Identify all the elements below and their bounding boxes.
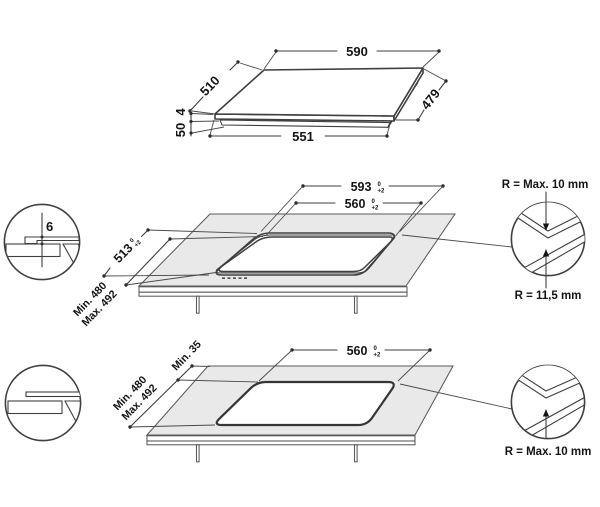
cutout-hole-area-std (511, 365, 585, 398)
countertop-flush-front-face (138, 286, 408, 293)
radius-max-label-standard: R = Max. 10 mm (505, 446, 592, 458)
dimension-560-flush: 560 0 +2 (265, 197, 423, 236)
dim-560-standard-tol-upper: 0 (374, 346, 378, 352)
countertop-flush-bottom-edge (138, 291, 408, 297)
detail-circle-corner-flush: R = Max. 10 mm R = 11,5 mm (502, 179, 589, 302)
countertop-standard-bottom-edge (146, 440, 416, 446)
dim-4-label: 4 (173, 108, 188, 116)
countertop-standard-leg-left (195, 444, 200, 463)
step-height-label: 6 (46, 219, 53, 234)
dimension-4-50: 4 50 (173, 108, 225, 137)
dim-593-label: 593 (351, 180, 372, 194)
countertop-flush-leg-left (195, 295, 200, 314)
dim-513-label: 513 (111, 241, 136, 266)
detail-circle-step: 6 (3, 203, 81, 281)
dimension-560-standard: 560 0 +2 (258, 344, 432, 382)
inner-edge-band (513, 227, 585, 276)
dim-593-tol-upper: 0 (378, 182, 382, 188)
flush-cutout-inner (218, 236, 394, 273)
glass-section-overlap (25, 391, 81, 398)
product-isometric-view: 590 510 479 551 (173, 44, 448, 144)
cutout-hole-area (511, 202, 585, 238)
radius-max-label-flush: R = Max. 10 mm (502, 179, 589, 191)
counter-section-hatch-right (62, 243, 80, 270)
dim-560-flush-tol-lower: +2 (372, 206, 380, 212)
detail-circle-overlap (4, 364, 82, 442)
dim-560-standard-label: 560 (347, 344, 368, 358)
countertop-standard-leg-right (353, 444, 358, 463)
counter-section-hatch-right-std (64, 400, 81, 428)
radius-115-label: R = 11,5 mm (515, 290, 582, 302)
hob-indicator-dots (222, 277, 247, 279)
dim-590-label: 590 (346, 44, 368, 59)
dim-513-tol-upper: 0 (129, 237, 136, 244)
dimension-593: 593 0 +2 (260, 180, 445, 232)
flush-cutout-mid (215, 234, 396, 274)
flush-mount-install-view: 593 0 +2 560 0 +2 513 0 +2 (71, 180, 513, 329)
standard-cutout (215, 380, 395, 427)
rear-clearance-label: Min. 35 (170, 339, 204, 374)
dim-560-flush-tol-upper: 0 (372, 199, 376, 205)
dimension-551: 551 (208, 119, 391, 144)
countertop-flush-leg-right (353, 295, 358, 314)
hob-glass-top (214, 67, 424, 117)
glass-section-flush (24, 236, 80, 245)
dim-50-label: 50 (173, 123, 188, 137)
dimension-590: 590 (263, 44, 441, 70)
dim-551-label: 551 (292, 129, 314, 144)
leader-line-flush-corner (401, 234, 513, 248)
counter-section-hatch-left-std (7, 400, 63, 415)
countertop-standard-front-face (146, 435, 416, 442)
dim-593-tol-lower: +2 (378, 189, 386, 195)
standard-install-view: 560 0 +2 Min. 35 Min. 480 Max. 492 (111, 339, 513, 463)
detail-circle-corner-standard: R = Max. 10 mm (505, 364, 592, 458)
dim-510-label: 510 (197, 73, 223, 99)
dim-513-tol-lower: +2 (134, 239, 144, 249)
dim-560-flush-label: 560 (345, 197, 366, 211)
leader-line-standard-corner (399, 383, 513, 410)
flush-cutout-outer (215, 232, 395, 276)
dim-560-standard-tol-lower: +2 (374, 353, 382, 359)
